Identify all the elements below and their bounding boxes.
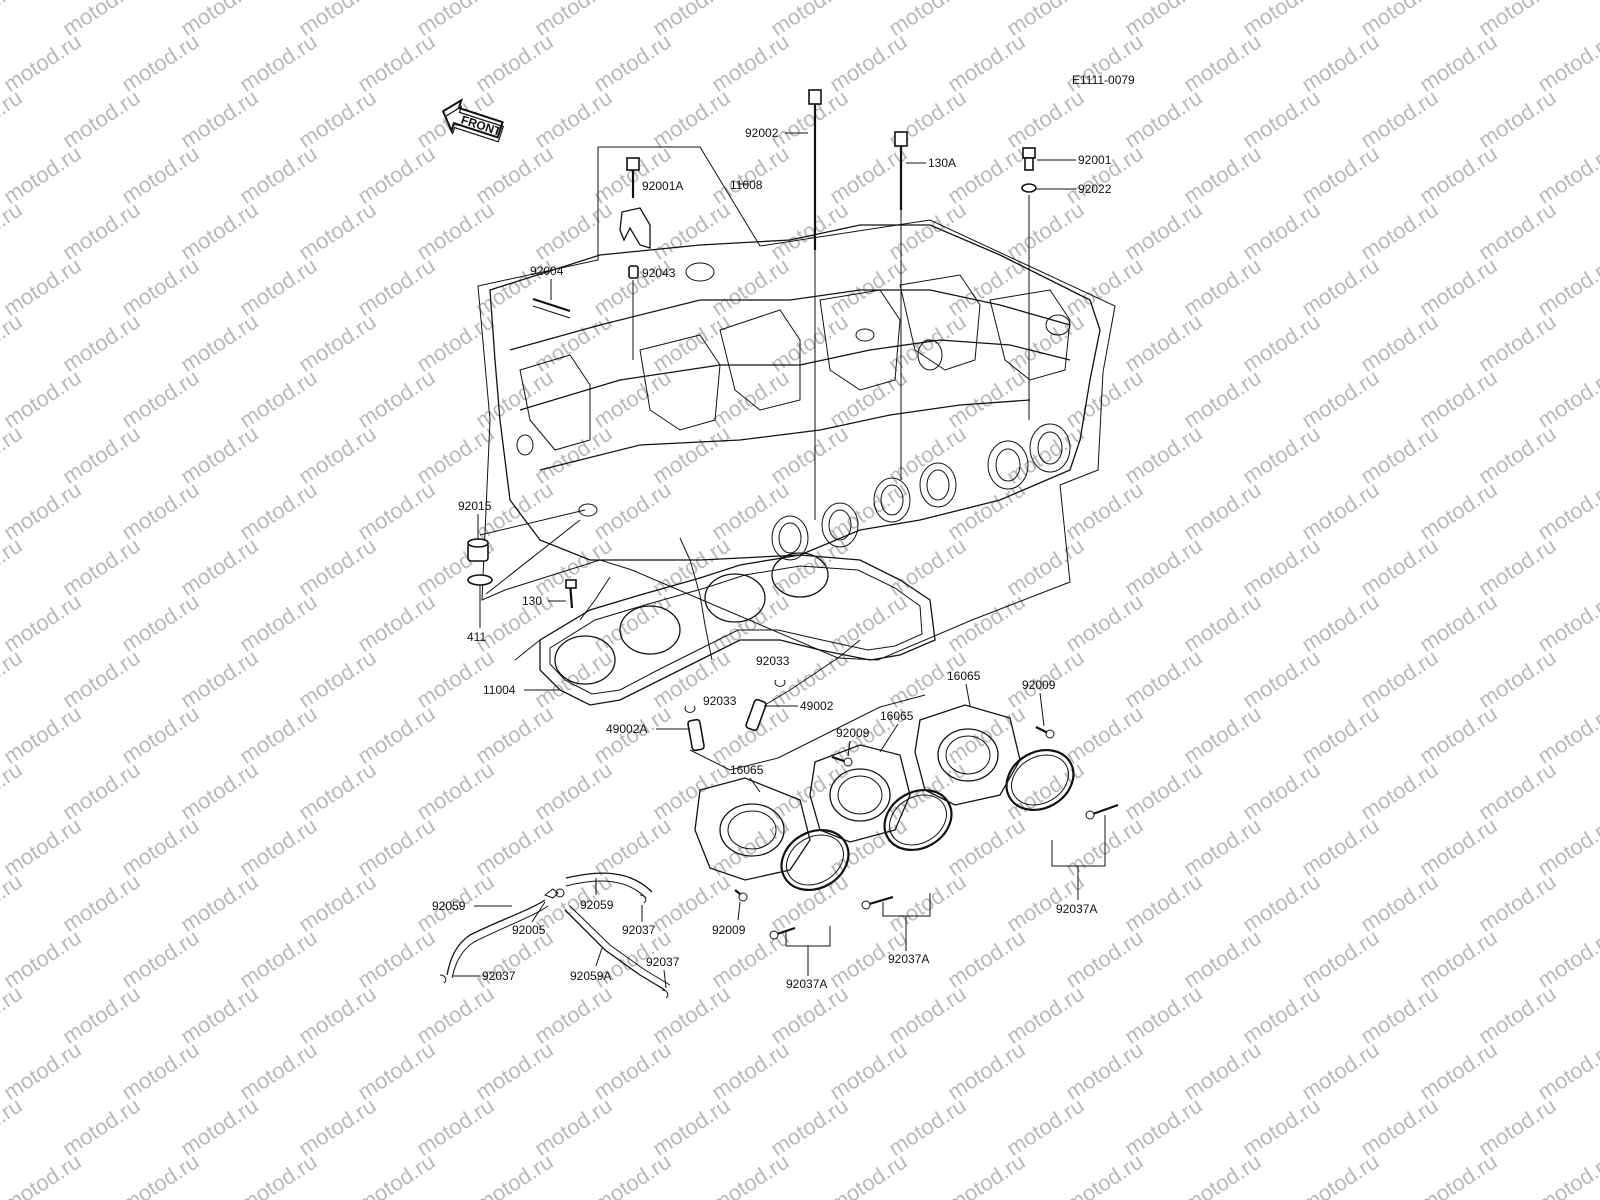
screw-icon <box>769 803 1119 940</box>
label-92005: 92005 <box>512 923 546 937</box>
label-92037-c: 92037 <box>646 955 680 969</box>
label-92002: 92002 <box>745 126 779 140</box>
breather-hoses <box>439 872 671 999</box>
label-92033-top: 92033 <box>756 654 790 668</box>
label-16065-mid: 16065 <box>880 709 914 723</box>
intake-holder-middle <box>809 744 911 843</box>
label-92009-right: 92009 <box>1022 678 1056 692</box>
label-92022: 92022 <box>1078 182 1112 196</box>
label-11004: 11004 <box>483 683 516 697</box>
stud-92004 <box>532 297 571 319</box>
label-130: 130 <box>522 594 542 608</box>
bolt-92001 <box>1021 147 1037 420</box>
label-92033-left: 92033 <box>703 694 737 708</box>
bolt-130 <box>565 579 577 609</box>
label-92043: 92043 <box>642 266 676 280</box>
label-92059-left: 92059 <box>432 899 466 913</box>
label-92001A: 92001A <box>642 179 683 193</box>
label-411: 411 <box>467 630 486 644</box>
label-11008: 11008 <box>730 178 763 192</box>
label-92004: 92004 <box>530 264 564 278</box>
intake-holder-right <box>914 704 1021 806</box>
intake-holder-left <box>694 777 811 881</box>
clamp-left <box>780 828 850 892</box>
label-92037-b: 92037 <box>482 969 516 983</box>
part-labels: 92002 130A 92001 92022 92001A 11008 9200… <box>432 126 1112 991</box>
assembly-group-outline <box>477 146 1116 661</box>
label-92001: 92001 <box>1078 153 1112 167</box>
cylinder-head-11008 <box>489 224 1101 561</box>
clamp-right <box>1005 748 1075 812</box>
dowel-49002 <box>684 679 786 752</box>
label-92037A-mid: 92037A <box>888 952 929 966</box>
label-49002A: 49002A <box>606 722 647 736</box>
front-arrow-icon: FRONT <box>441 98 505 143</box>
label-16065-right: 16065 <box>947 669 981 683</box>
label-130A: 130A <box>928 156 956 170</box>
bolt-92002 <box>808 89 822 520</box>
label-92009-mid: 92009 <box>836 726 870 740</box>
bolt-130A <box>894 131 908 480</box>
diagram-code: E1111-0079 <box>1072 73 1135 87</box>
label-49002: 49002 <box>800 699 834 713</box>
label-92059A: 92059A <box>570 969 611 983</box>
label-92059-mid: 92059 <box>580 898 614 912</box>
label-16065-left: 16065 <box>730 763 764 777</box>
head-gasket-11004 <box>539 552 936 706</box>
label-92037A-right: 92037A <box>1056 902 1097 916</box>
label-92009-bottom: 92009 <box>712 923 746 937</box>
bolt-92001A <box>619 157 651 360</box>
label-92037-a: 92037 <box>622 923 656 937</box>
label-92015: 92015 <box>458 499 492 513</box>
nut-92015 <box>467 509 586 595</box>
screw-92009-icon <box>734 726 1055 902</box>
clamp-middle <box>883 788 953 852</box>
label-92037A-left: 92037A <box>786 977 827 991</box>
